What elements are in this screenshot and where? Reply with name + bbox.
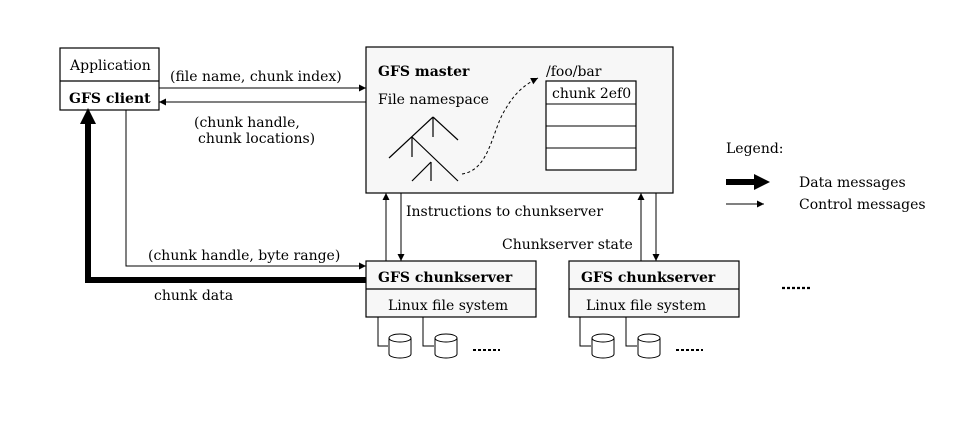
chunkserver-title-2: GFS chunkserver bbox=[581, 270, 716, 286]
chunkserver-fs-2: Linux file system bbox=[586, 298, 706, 314]
legend: Legend: Data messages Control messages bbox=[726, 141, 926, 213]
legend-data-label: Data messages bbox=[799, 175, 906, 191]
chunkserver-box-1: GFS chunkserver Linux file system bbox=[365, 260, 537, 359]
legend-data-arrow-icon bbox=[726, 174, 770, 190]
disk-icon bbox=[388, 333, 412, 359]
legend-control-label: Control messages bbox=[799, 197, 926, 213]
reply-label-line1: (chunk handle, bbox=[194, 115, 300, 131]
chunk-label: chunk 2ef0 bbox=[552, 86, 631, 102]
request-label: (file name, chunk index) bbox=[170, 69, 342, 85]
namespace-tree-icon bbox=[388, 116, 459, 182]
chunkserver-fs-1: Linux file system bbox=[388, 298, 508, 314]
data-request-arrow bbox=[125, 110, 366, 270]
disk-icon bbox=[591, 333, 615, 359]
disk-icon bbox=[637, 333, 661, 359]
data-request-label: (chunk handle, byte range) bbox=[148, 248, 340, 264]
application-box: Application GFS client bbox=[59, 47, 160, 111]
chunkserver-box-2: GFS chunkserver Linux file system bbox=[568, 260, 740, 359]
gfs-master-box: GFS master File namespace /foo/bar chunk… bbox=[365, 46, 674, 194]
chunk-data-arrow bbox=[80, 108, 366, 283]
file-namespace-label: File namespace bbox=[378, 92, 489, 108]
chunkserver-title-1: GFS chunkserver bbox=[378, 270, 513, 286]
reply-label-line2: chunk locations) bbox=[198, 131, 315, 147]
gfs-client-label: GFS client bbox=[69, 91, 151, 107]
gfs-master-label: GFS master bbox=[378, 64, 470, 80]
application-label: Application bbox=[69, 58, 151, 74]
disk-icon bbox=[434, 333, 458, 359]
path-label: /foo/bar bbox=[546, 64, 602, 80]
legend-title: Legend: bbox=[726, 141, 784, 157]
chunk-table: chunk 2ef0 bbox=[545, 80, 637, 171]
chunk-data-label: chunk data bbox=[154, 288, 233, 304]
instructions-label: Instructions to chunkserver bbox=[406, 204, 603, 220]
chunkserver-state-label: Chunkserver state bbox=[502, 237, 633, 253]
